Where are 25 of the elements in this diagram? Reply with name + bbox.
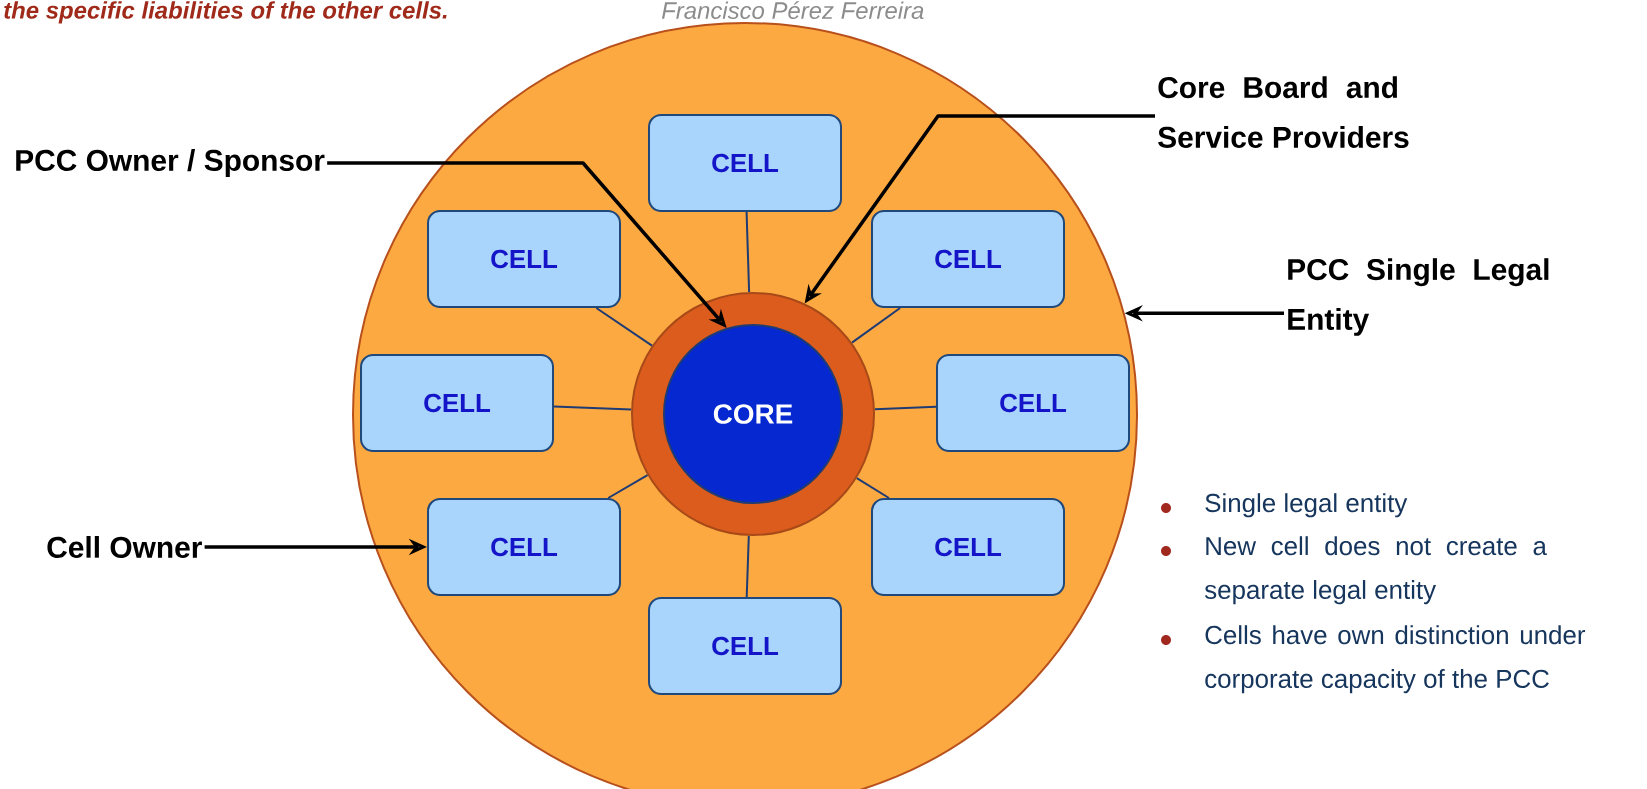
connector-line xyxy=(595,307,653,347)
cell-box: CELL xyxy=(871,210,1065,308)
cell-box: CELL xyxy=(936,354,1130,452)
cell-box: CELL xyxy=(360,354,554,452)
callout-text: Core Board and Service Providers xyxy=(1158,76,1409,148)
cell-box: CELL xyxy=(427,498,621,596)
cell-box: CELL xyxy=(427,210,621,308)
connector-line xyxy=(607,474,649,499)
quote-author: Francisco Pérez Ferreira xyxy=(661,1,924,20)
connector-line xyxy=(745,534,750,598)
cell-box: CELL xyxy=(648,597,842,695)
callout-text: Cell Owner xyxy=(47,536,202,558)
bullet-text: Cells have own distinction under corporate capacity of the PCC xyxy=(1205,625,1586,694)
connector-line xyxy=(553,405,633,411)
cell-box: CELL xyxy=(871,498,1065,596)
connector-line xyxy=(855,477,890,499)
bullet-text: New cell does not create a separate legal entity xyxy=(1204,536,1547,605)
connector-line xyxy=(745,211,751,294)
callout-text: PCC Single Legal Entity xyxy=(1288,258,1549,336)
connector-line xyxy=(851,307,902,344)
quote-text: the specific liabilities of the other cells. xyxy=(4,1,447,24)
bullet-text: Single legal entity xyxy=(1205,493,1408,518)
cell-box: CELL xyxy=(648,114,842,212)
callout-text: PCC Owner / Sponsor xyxy=(16,149,325,177)
connector-line xyxy=(873,405,937,411)
